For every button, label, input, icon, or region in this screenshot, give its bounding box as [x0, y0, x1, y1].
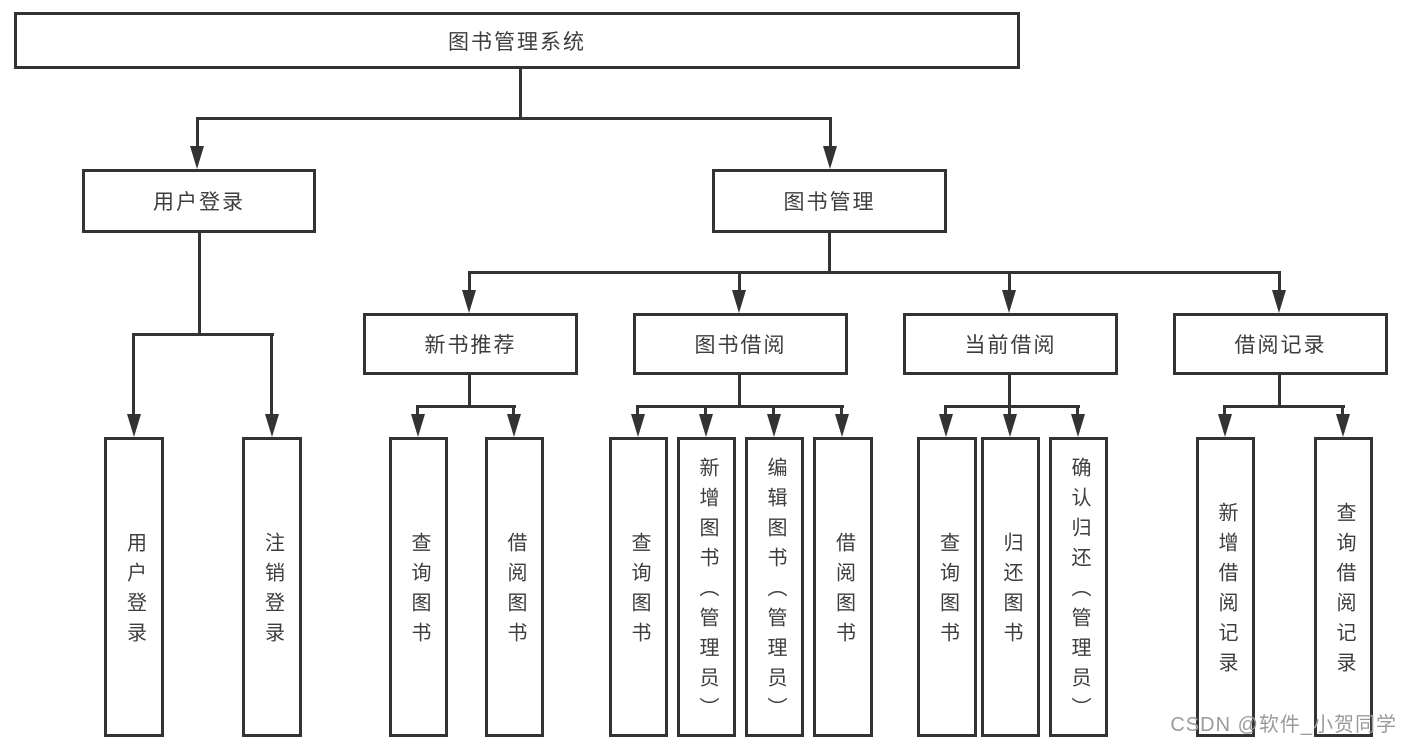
node-label: 当前借阅 — [964, 334, 1057, 357]
arrowhead-icon — [462, 290, 476, 313]
edge-line — [944, 405, 947, 417]
edge-root-branch — [196, 117, 832, 120]
edge-line — [1341, 405, 1344, 417]
node-new-book-recommend: 新书推荐 — [363, 313, 578, 375]
edge-book-mgmt-stem — [828, 233, 831, 274]
node-borrow-books-action: 借阅图书 — [813, 437, 873, 737]
node-label: 新书推荐 — [424, 334, 517, 357]
edge-current-branch — [944, 405, 1080, 408]
edge-line — [829, 117, 832, 149]
edge-user-login-branch — [132, 333, 274, 336]
edge-recommend-stem — [468, 375, 471, 407]
edge-root-stem — [519, 69, 522, 119]
arrowhead-icon — [127, 414, 141, 437]
node-label: 查询图书 — [936, 532, 959, 652]
edge-borrow-stem — [738, 375, 741, 407]
arrowhead-icon — [767, 414, 781, 437]
node-add-borrow-record: 新增借阅记录 — [1196, 437, 1255, 737]
arrowhead-icon — [939, 414, 953, 437]
arrowhead-icon — [699, 414, 713, 437]
arrowhead-icon — [1071, 414, 1085, 437]
arrowhead-icon — [1336, 414, 1350, 437]
arrowhead-icon — [1002, 290, 1016, 313]
node-label: 图书管理系统 — [448, 30, 586, 54]
arrowhead-icon — [732, 290, 746, 313]
edge-current-stem — [1008, 375, 1011, 407]
node-query-books-recommend: 查询图书 — [389, 437, 448, 737]
arrowhead-icon — [835, 414, 849, 437]
edge-line — [704, 405, 707, 417]
edge-line — [1008, 271, 1011, 293]
edge-book-mgmt-branch — [468, 271, 1281, 274]
node-label: 借阅图书 — [504, 532, 526, 652]
arrowhead-icon — [507, 414, 521, 437]
node-return-books: 归还图书 — [981, 437, 1040, 737]
edge-line — [1076, 405, 1079, 417]
edge-line — [196, 117, 199, 149]
edge-line — [468, 271, 471, 293]
node-logout: 注销登录 — [242, 437, 302, 737]
node-label: 注销登录 — [261, 532, 284, 652]
node-borrow-books-recommend: 借阅图书 — [485, 437, 544, 737]
edge-line — [132, 333, 135, 417]
node-query-borrow-record: 查询借阅记录 — [1314, 437, 1373, 737]
arrowhead-icon — [823, 146, 837, 169]
node-label: 确认归还（管理员） — [1068, 457, 1090, 727]
arrowhead-icon — [265, 414, 279, 437]
node-label: 用户登录 — [123, 532, 146, 652]
edge-line — [840, 405, 843, 417]
edge-borrow-branch — [636, 405, 844, 408]
csdn-watermark: CSDN @软件_小贺同学 — [1170, 714, 1397, 736]
node-label: 新增借阅记录 — [1215, 502, 1237, 682]
edge-line — [270, 333, 273, 417]
arrowhead-icon — [1272, 290, 1286, 313]
edge-line — [738, 271, 741, 293]
edge-line — [1008, 405, 1011, 417]
node-label: 借阅记录 — [1234, 334, 1327, 357]
node-borrow-records: 借阅记录 — [1173, 313, 1388, 375]
edge-user-login-stem — [198, 233, 201, 335]
edge-line — [512, 405, 515, 417]
node-label: 查询图书 — [408, 532, 430, 652]
node-current-borrow: 当前借阅 — [903, 313, 1118, 375]
edge-records-branch — [1223, 405, 1345, 408]
node-label: 新增图书（管理员） — [696, 457, 718, 727]
arrowhead-icon — [1003, 414, 1017, 437]
edge-line — [416, 405, 419, 417]
node-book-borrow: 图书借阅 — [633, 313, 848, 375]
node-user-login: 用户登录 — [82, 169, 316, 233]
edge-line — [772, 405, 775, 417]
arrowhead-icon — [411, 414, 425, 437]
edge-line — [1278, 271, 1281, 293]
node-book-management: 图书管理 — [712, 169, 947, 233]
edge-recommend-branch — [416, 405, 516, 408]
node-confirm-return-admin: 确认归还（管理员） — [1049, 437, 1108, 737]
arrowhead-icon — [1218, 414, 1232, 437]
node-edit-books-admin: 编辑图书（管理员） — [745, 437, 804, 737]
edge-line — [1223, 405, 1226, 417]
node-label: 查询借阅记录 — [1333, 502, 1355, 682]
node-label: 查询图书 — [628, 532, 650, 652]
node-label: 借阅图书 — [832, 532, 855, 652]
node-query-books-borrow: 查询图书 — [609, 437, 668, 737]
node-user-login-action: 用户登录 — [104, 437, 164, 737]
node-label: 编辑图书（管理员） — [764, 457, 786, 727]
node-label: 图书管理 — [783, 191, 876, 214]
edge-records-stem — [1278, 375, 1281, 407]
arrowhead-icon — [631, 414, 645, 437]
node-query-books-current: 查询图书 — [917, 437, 977, 737]
node-label: 归还图书 — [1000, 532, 1022, 652]
arrowhead-icon — [190, 146, 204, 169]
node-add-books-admin: 新增图书（管理员） — [677, 437, 736, 737]
node-label: 图书借阅 — [694, 334, 787, 357]
node-library-management-system: 图书管理系统 — [14, 12, 1020, 69]
node-label: 用户登录 — [153, 191, 245, 214]
edge-line — [636, 405, 639, 417]
